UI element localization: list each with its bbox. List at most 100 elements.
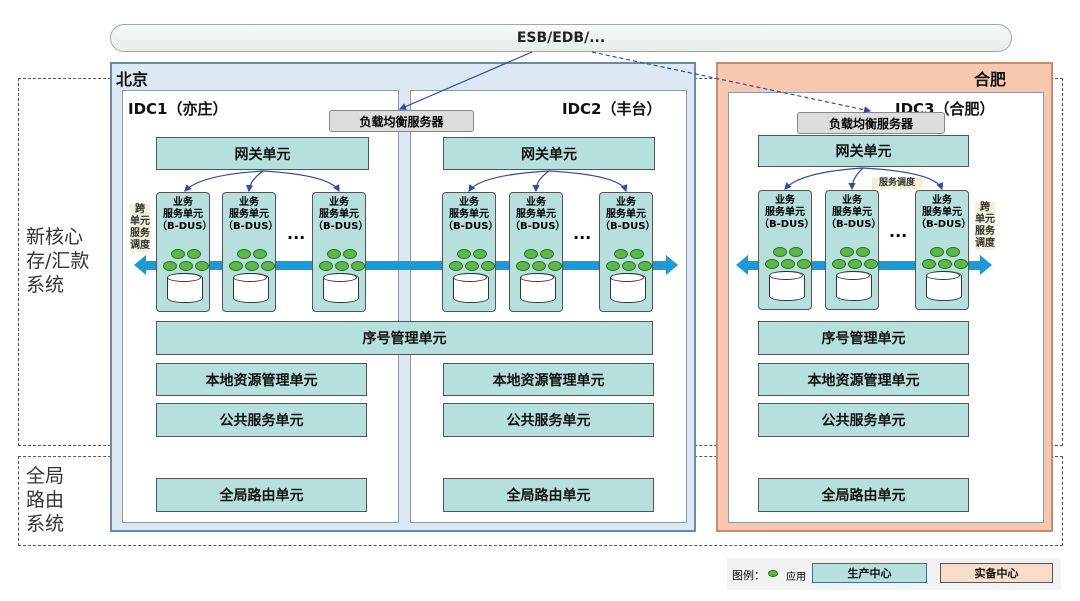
legend-label: 图例： xyxy=(732,569,765,582)
line: 服务 xyxy=(975,226,995,237)
app-icon xyxy=(465,261,479,271)
app-icon xyxy=(335,261,349,271)
app-icon xyxy=(638,261,652,271)
beijing-title: 北京 xyxy=(116,70,149,89)
b-dus-label: （B-DUS） xyxy=(826,219,882,230)
b-dus-unit: 业务服务单元（B-DUS） xyxy=(599,192,656,312)
global-routing-unit: 全局路由单元 xyxy=(156,478,367,512)
app-icon xyxy=(922,259,936,269)
load-balancer-beijing: 负载均衡服务器 xyxy=(329,110,474,132)
app-icon xyxy=(473,249,487,259)
app-icon xyxy=(622,261,636,271)
app-icon xyxy=(856,247,870,257)
esb-link-beijing xyxy=(398,51,533,110)
b-dus-label: 业务 xyxy=(239,197,259,208)
idc1-title: IDC1（亦庄） xyxy=(128,100,228,118)
database-icon xyxy=(926,271,962,301)
line: 跨 xyxy=(135,204,145,215)
app-icon xyxy=(237,249,251,259)
ellipsis: ... xyxy=(287,224,306,243)
app-icon xyxy=(261,261,275,271)
b-dus-label: 业务 xyxy=(526,197,546,208)
database-icon xyxy=(520,273,556,303)
ellipsis: ... xyxy=(889,222,908,241)
b-dus-label: 业务 xyxy=(329,197,349,208)
bus-arrowheads xyxy=(134,255,992,275)
app-icon xyxy=(187,249,201,259)
app-icon xyxy=(195,261,209,271)
b-dus-unit: 业务服务单元（B-DUS） xyxy=(312,192,368,312)
database-icon xyxy=(769,271,805,301)
app-icon xyxy=(606,261,620,271)
app-icon xyxy=(540,249,554,259)
line: 跨 xyxy=(980,202,990,213)
legend-backup: 实备中心 xyxy=(940,563,1053,583)
b-dus-label: 服务单元 xyxy=(449,209,489,220)
app-icon xyxy=(457,249,471,259)
b-dus-label: 业务 xyxy=(842,195,862,206)
b-dus-label: （B-DUS） xyxy=(223,221,279,232)
app-icon xyxy=(481,261,495,271)
app-icon xyxy=(832,259,846,269)
app-icon xyxy=(179,261,193,271)
gateway-unit: 网关单元 xyxy=(758,135,969,167)
idc2-title: IDC2（丰台） xyxy=(562,100,662,118)
app-icon xyxy=(781,259,795,269)
local-resource-unit: 本地资源管理单元 xyxy=(443,363,654,396)
b-dus-unit: 业务服务单元（B-DUS） xyxy=(156,192,213,312)
app-icon xyxy=(449,261,463,271)
b-dus-label: 服务单元 xyxy=(832,207,872,218)
b-dus-unit: 业务服务单元（B-DUS） xyxy=(915,190,972,310)
b-dus-label: 服务单元 xyxy=(229,209,269,220)
line: 系统 xyxy=(26,274,65,296)
service-dispatch-label: 服务调度 xyxy=(872,177,922,189)
cross-unit-dispatch-label: 跨单元服务调度 xyxy=(130,204,150,252)
app-icon xyxy=(938,259,952,269)
b-dus-unit: 业务服务单元（B-DUS） xyxy=(758,190,815,310)
load-balancer-hefei: 负载均衡服务器 xyxy=(797,112,945,134)
database-icon xyxy=(610,273,646,303)
b-dus-unit: 业务服务单元（B-DUS） xyxy=(222,192,279,312)
b-dus-label: 服务单元 xyxy=(516,209,556,220)
b-dus-label: （B-DUS） xyxy=(759,219,815,230)
b-dus-label: （B-DUS） xyxy=(600,221,656,232)
hefei-title: 合肥 xyxy=(974,70,1007,89)
app-icon xyxy=(765,259,779,269)
b-dus-label: 业务 xyxy=(932,195,952,206)
app-icon xyxy=(245,261,259,271)
b-dus-label: 业务 xyxy=(775,195,795,206)
gateway-unit: 网关单元 xyxy=(443,137,655,170)
sequence-management-unit: 序号管理单元 xyxy=(156,321,653,355)
app-icon xyxy=(171,249,185,259)
app-icon xyxy=(163,261,177,271)
b-dus-unit: 业务服务单元（B-DUS） xyxy=(825,190,882,310)
line: 服务 xyxy=(130,228,150,239)
app-icon xyxy=(548,261,562,271)
esb-link-hefei xyxy=(591,51,872,114)
app-icon xyxy=(848,259,862,269)
gateway-dispatch-arrows xyxy=(184,167,944,193)
line: 单元 xyxy=(130,216,150,227)
app-icon xyxy=(614,249,628,259)
app-icon xyxy=(319,261,333,271)
app-icon xyxy=(954,259,968,269)
core-system-label: 新核心存/汇款系统 xyxy=(26,225,89,297)
line: 新核心 xyxy=(26,226,84,248)
database-icon xyxy=(323,273,359,303)
b-dus-label: 服务单元 xyxy=(765,207,805,218)
local-resource-unit: 本地资源管理单元 xyxy=(156,363,367,396)
b-dus-label: （B-DUS） xyxy=(916,219,972,230)
database-icon xyxy=(836,271,872,301)
gateway-unit: 网关单元 xyxy=(156,137,369,170)
app-icon xyxy=(351,261,365,271)
line: 全局 xyxy=(26,465,65,487)
b-dus-label: （B-DUS） xyxy=(510,221,566,232)
ellipsis: ... xyxy=(573,224,592,243)
b-dus-label: （B-DUS） xyxy=(157,221,213,232)
app-icon xyxy=(327,249,341,259)
sequence-management-unit: 序号管理单元 xyxy=(758,321,969,355)
b-dus-unit: 业务服务单元（B-DUS） xyxy=(509,192,566,312)
app-icon xyxy=(930,247,944,257)
app-icon xyxy=(840,247,854,257)
